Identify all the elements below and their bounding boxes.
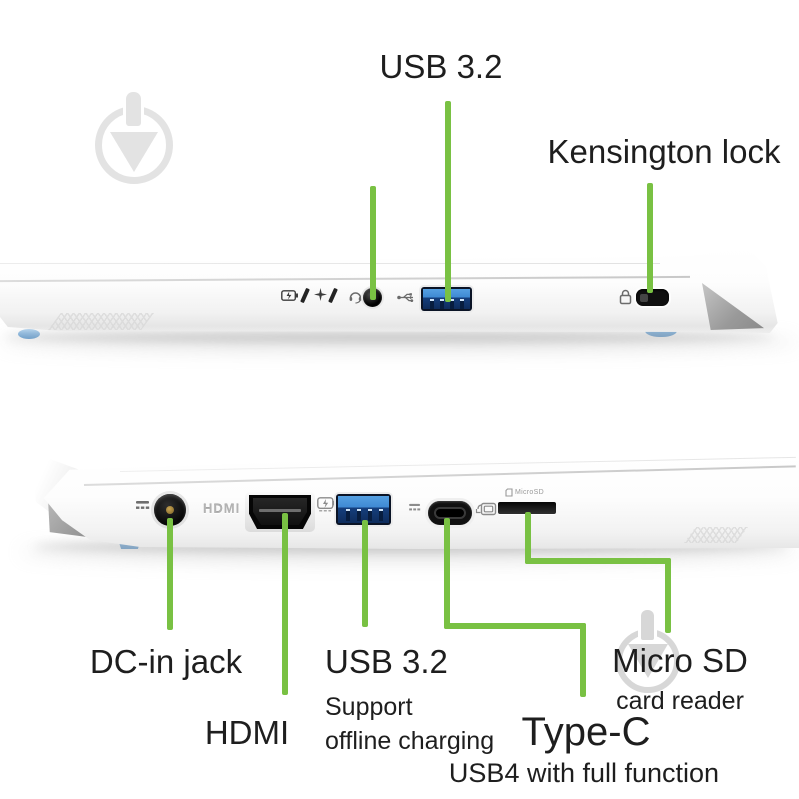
vent-grille — [684, 527, 748, 543]
line-usb-c-h — [444, 623, 586, 629]
micro-sd-slot — [498, 502, 556, 514]
label-micro-sd: Micro SD — [612, 642, 748, 679]
label-dc-in-jack: DC-in jack — [89, 643, 243, 680]
battery-indicator-icon — [281, 290, 298, 301]
headset-icon — [348, 289, 363, 304]
usb-pin — [357, 509, 361, 521]
watermark-arrow-icon — [110, 132, 158, 172]
label-usb-note-line1: Support — [325, 693, 413, 721]
watermark-arrow-stem-icon — [126, 92, 141, 126]
dc-power-icon — [135, 500, 151, 512]
line-usb-top — [445, 101, 451, 302]
microsd-card-icon — [505, 488, 513, 497]
dc-in-jack-pin — [166, 506, 174, 514]
hdmi-port-tongue — [259, 509, 301, 512]
usb-pin — [440, 299, 444, 309]
usb-pin — [460, 299, 464, 309]
usb-c-port — [428, 501, 472, 525]
line-usb-c-v2 — [580, 623, 586, 697]
usb-pin — [430, 299, 434, 309]
label-kensington-lock: Kensington lock — [547, 133, 781, 170]
top-side-view — [0, 247, 799, 357]
label-hdmi: HDMI — [204, 714, 290, 751]
label-micro-sd-note: card reader — [616, 687, 744, 715]
laptop-shadow — [4, 332, 774, 342]
line-hdmi — [282, 513, 288, 695]
usb-charging-icon — [317, 497, 336, 512]
usb-c-port-slot — [434, 507, 466, 519]
line-micro-sd-h — [525, 558, 671, 564]
lock-icon — [619, 289, 632, 305]
label-usb-bottom: USB 3.2 — [325, 643, 448, 680]
rubber-foot — [18, 329, 40, 339]
edge-highlight-line — [0, 263, 660, 264]
kensington-lock-slot — [636, 289, 669, 306]
label-usb-top: USB 3.2 — [379, 48, 503, 85]
usb-pin — [450, 299, 454, 309]
usb-pin — [346, 509, 350, 521]
watermark-arrow-stem-icon — [641, 610, 654, 640]
line-micro-sd-v2 — [665, 558, 671, 633]
label-type-c: Type-C — [521, 710, 651, 754]
watermark-arrow-icon — [628, 644, 668, 678]
microsd-embossed-label: MicroSD — [515, 489, 544, 496]
usb-a-port — [336, 494, 391, 525]
kensington-slot-hole — [640, 294, 648, 302]
line-kensington — [647, 183, 653, 293]
bottom-side-view: HDMI Micr — [0, 445, 799, 575]
line-headphone-jack — [370, 186, 376, 300]
usb4-display-icon — [475, 501, 497, 518]
hdmi-embossed-label: HDMI — [203, 501, 241, 516]
usb-icon — [397, 292, 417, 303]
power-indicator-icon — [314, 288, 327, 301]
label-type-c-note: USB4 with full function — [448, 758, 720, 788]
line-usb-c-v1 — [444, 518, 450, 629]
usb-pin — [368, 509, 372, 521]
label-usb-note-line2: offline charging — [325, 727, 495, 755]
line-usb-bottom — [362, 520, 368, 627]
line-micro-sd-v1 — [525, 512, 531, 564]
line-dc-in — [167, 518, 173, 630]
usb-pin — [379, 509, 383, 521]
dc-power-icon — [408, 503, 422, 513]
vent-grille — [48, 313, 154, 330]
